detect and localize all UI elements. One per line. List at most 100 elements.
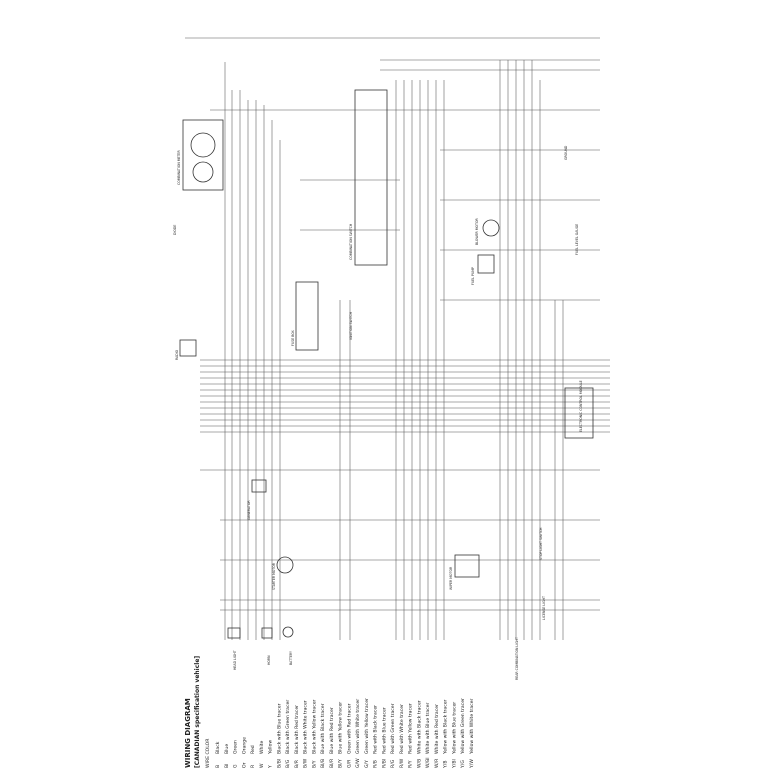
legend-entry-name: Red with Yellow tracer [408, 703, 414, 754]
legend-entry-code: G/R [346, 759, 352, 768]
starter-motor-label: STARTER MOTOR [272, 562, 276, 590]
legend-entry-name: Green with Yellow tracer [364, 698, 370, 754]
legend-entry-name: Red [250, 745, 256, 754]
legend-entry-name: Orange [241, 737, 247, 754]
legend-entry-name: Green with White tracer [355, 699, 361, 754]
electronic-control-module-symbol [564, 387, 594, 439]
legend-entry-name: Green with Red tracer [346, 703, 352, 754]
horn-label: HORN [267, 655, 271, 665]
head-light-label: HEAD LIGHT [233, 650, 237, 670]
legend-entry-name: Yellow with Green tracer [460, 698, 466, 755]
combination-meter-symbol [182, 119, 224, 191]
legend-entry-name: White [259, 740, 265, 754]
diode-label: DIODE [173, 225, 177, 235]
battery-label: BATTERY [289, 651, 293, 665]
legend-entry-name: Black with Yellow tracer [311, 699, 317, 754]
legend-entry-code: R/Bl [381, 759, 387, 768]
generator-symbol [251, 479, 267, 493]
legend-entry-code: Bl/R [329, 758, 335, 768]
legend-entry-name: Yellow with White tracer [469, 699, 475, 755]
ignition-switch-label: IGNITION SWITCH [349, 311, 353, 340]
legend-entry-name: Red with White tracer [399, 704, 405, 754]
legend-entry-name: Yellow with Blue tracer [451, 702, 457, 755]
legend-entry-code: Bl/Y [338, 759, 344, 768]
starter-motor-symbol [276, 556, 294, 574]
legend-entry-code: Y/B [443, 760, 449, 769]
legend-entry-name: Black with Blue tracer [276, 703, 282, 754]
legend-entry-code: Or [241, 762, 247, 768]
combination-meter-dial-symbol [192, 161, 214, 183]
ground-label: GROUND [564, 145, 568, 160]
combination-switch-label: COMBINATION SWITCH [349, 223, 353, 260]
wiper-motor-label: WIPER MOTOR [449, 566, 453, 590]
legend-title: WIRING DIAGRAM [184, 698, 192, 768]
stop-light-switch-label: STOP LIGHT SWITCH [539, 527, 543, 560]
legend-entry-code: B/R [294, 759, 300, 768]
head-light-symbol [227, 627, 241, 639]
blower-motor-label: BLOWER MOTOR [475, 218, 479, 245]
legend-subtitle: [CANADIAN specification vehicle] [194, 656, 201, 768]
legend-entry-code: Y [268, 765, 274, 769]
blower-motor-symbol [482, 219, 500, 237]
horn-symbol [261, 627, 273, 639]
legend-entry-code: W/R [434, 758, 440, 768]
legend-entry-name: White with Blue tracer [425, 702, 431, 754]
legend-entry-code: B [215, 765, 221, 768]
legend-entry-code: W [259, 763, 265, 768]
legend-entry-name: White with Red tracer [434, 704, 440, 754]
legend-entry-code: R/W [399, 758, 405, 768]
legend-entry-code: Bl [224, 764, 230, 768]
legend-entry-code: R [250, 764, 256, 768]
legend-entry-code: G/W [355, 758, 361, 768]
license-light-label: LICENSE LIGHT [542, 596, 546, 620]
legend-entry-code: W/Bl [425, 757, 431, 768]
legend-entry-code: Y/Bl [451, 759, 457, 769]
legend-entry-name: Black with Green tracer [285, 700, 291, 754]
legend-entry-name: Yellow with Black tracer [443, 699, 449, 755]
legend-entry-name: Yellow [268, 740, 274, 755]
legend-entry-name: Black with White tracer [303, 700, 309, 754]
radio-symbol [179, 339, 197, 357]
legend-entry-name: Blue with Red tracer [329, 707, 335, 754]
legend-entry-code: Y/G [460, 760, 466, 769]
component-symbols [179, 89, 594, 639]
legend-entry-code: G [233, 764, 239, 768]
wiper-motor-symbol [454, 554, 480, 578]
combination-meter-label: COMBINATION METER [177, 150, 181, 185]
wire-color-legend: WIRING DIAGRAM [CANADIAN specification v… [184, 656, 475, 769]
legend-entry-name: Black [215, 741, 221, 754]
legend-entry-name: Red with Blue tracer [381, 707, 387, 754]
wire-harness [185, 37, 610, 640]
wire-color-heading: WIRE COLOR [205, 738, 211, 768]
legend-entry-name: Red with Black tracer [373, 705, 379, 754]
legend-entry-name: Blue with Yellow tracer [338, 702, 344, 754]
legend-entry-code: W/B [416, 759, 422, 768]
fuse-box-symbol [295, 281, 319, 351]
fuel-level-gauge-label: FUEL LEVEL GAUGE [575, 224, 579, 255]
legend-entry-code: R/G [390, 759, 396, 768]
legend-entry-name: White with Black tracer [416, 700, 422, 754]
legend-entry-code: B/G [285, 759, 291, 768]
legend-entry-code: B/W [303, 758, 309, 768]
legend-entry-name: Blue [224, 744, 230, 754]
rear-combination-light-label: REAR COMBINATION LIGHT [515, 637, 519, 680]
electronic-control-module-label: ELECTRONIC CONTROL MODULE [579, 380, 583, 432]
legend-entry-name: Red with Green tracer [390, 703, 396, 754]
legend-entry-code: R/B [373, 760, 379, 768]
legend-entry-code: R/Y [408, 760, 414, 768]
fuel-pump-label: FUEL PUMP [471, 267, 475, 285]
legend-entry-code: B/Bl [276, 759, 282, 768]
combination-switch-symbol [354, 89, 388, 266]
fuse-box-label: FUSE BOX [291, 329, 295, 346]
radio-label: RADIO [175, 349, 179, 360]
battery-symbol [282, 626, 294, 638]
legend-entry-name: Blue with Black tracer [320, 703, 326, 754]
combination-meter-dial-symbol [190, 132, 216, 158]
fuel-pump-symbol [477, 254, 495, 274]
legend-entry-code: Bl/B [320, 759, 326, 768]
legend-entry-name: Green [233, 740, 239, 754]
generator-label: GENERATOR [247, 500, 251, 520]
